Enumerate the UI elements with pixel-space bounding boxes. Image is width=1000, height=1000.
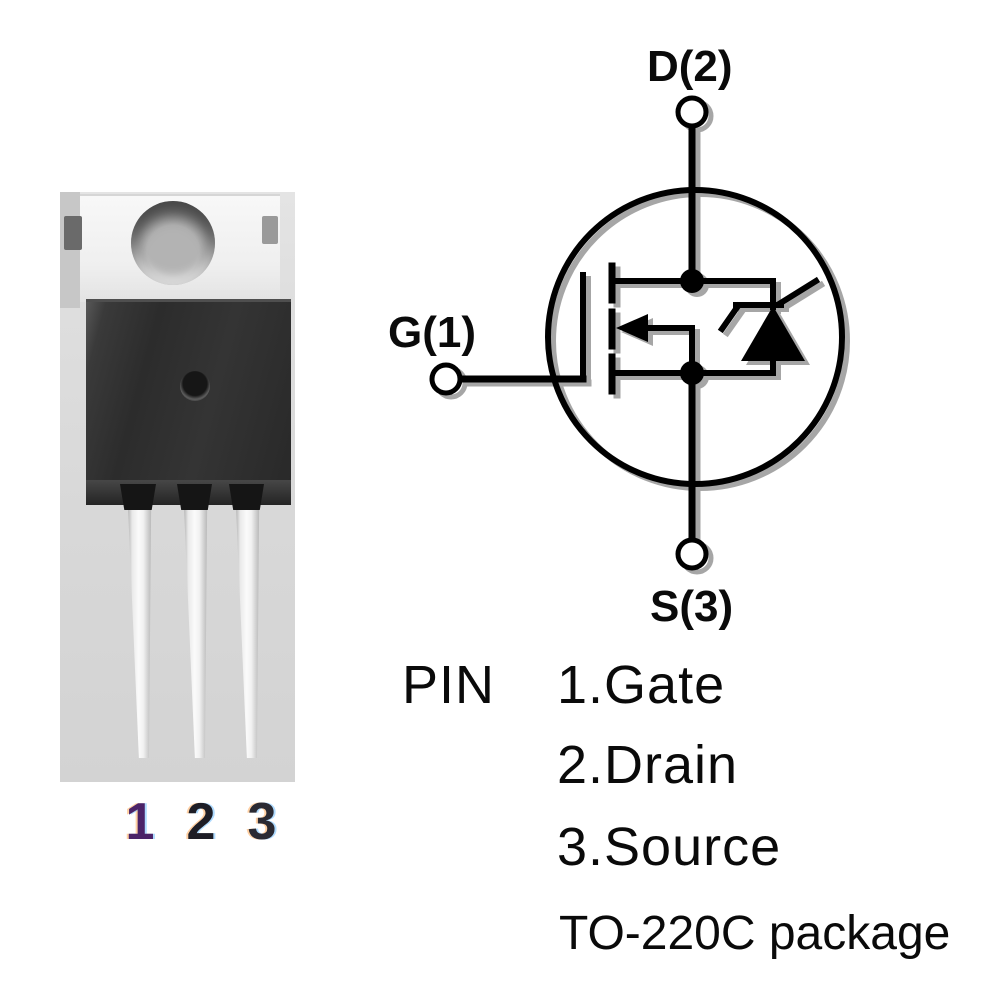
legend-item-drain: 2.Drain bbox=[557, 735, 739, 795]
pin-number-1: 1 bbox=[125, 793, 155, 851]
leg-stub-1 bbox=[120, 484, 156, 510]
legend-heading: PIN bbox=[402, 655, 496, 715]
schematic-ink-layer bbox=[432, 98, 842, 568]
legend-item-source: 3.Source bbox=[557, 817, 782, 877]
drain-terminal-label: D(2) bbox=[647, 42, 733, 91]
pin-number-3: 3 bbox=[247, 793, 277, 851]
body-dimple bbox=[180, 371, 210, 401]
mounting-hole bbox=[131, 201, 215, 285]
legend-item-gate: 1.Gate bbox=[557, 655, 726, 715]
package-note: TO-220C package bbox=[559, 907, 951, 960]
source-terminal-label: S(3) bbox=[650, 582, 734, 631]
pin-number-2: 2 bbox=[186, 793, 216, 851]
gate-terminal-label: G(1) bbox=[388, 308, 476, 357]
transistor-photo bbox=[60, 192, 295, 782]
tab-notch-right bbox=[262, 216, 278, 244]
leg-stub-3 bbox=[229, 484, 264, 510]
tab-notch-left bbox=[64, 216, 82, 250]
leg-stub-2 bbox=[177, 484, 212, 510]
